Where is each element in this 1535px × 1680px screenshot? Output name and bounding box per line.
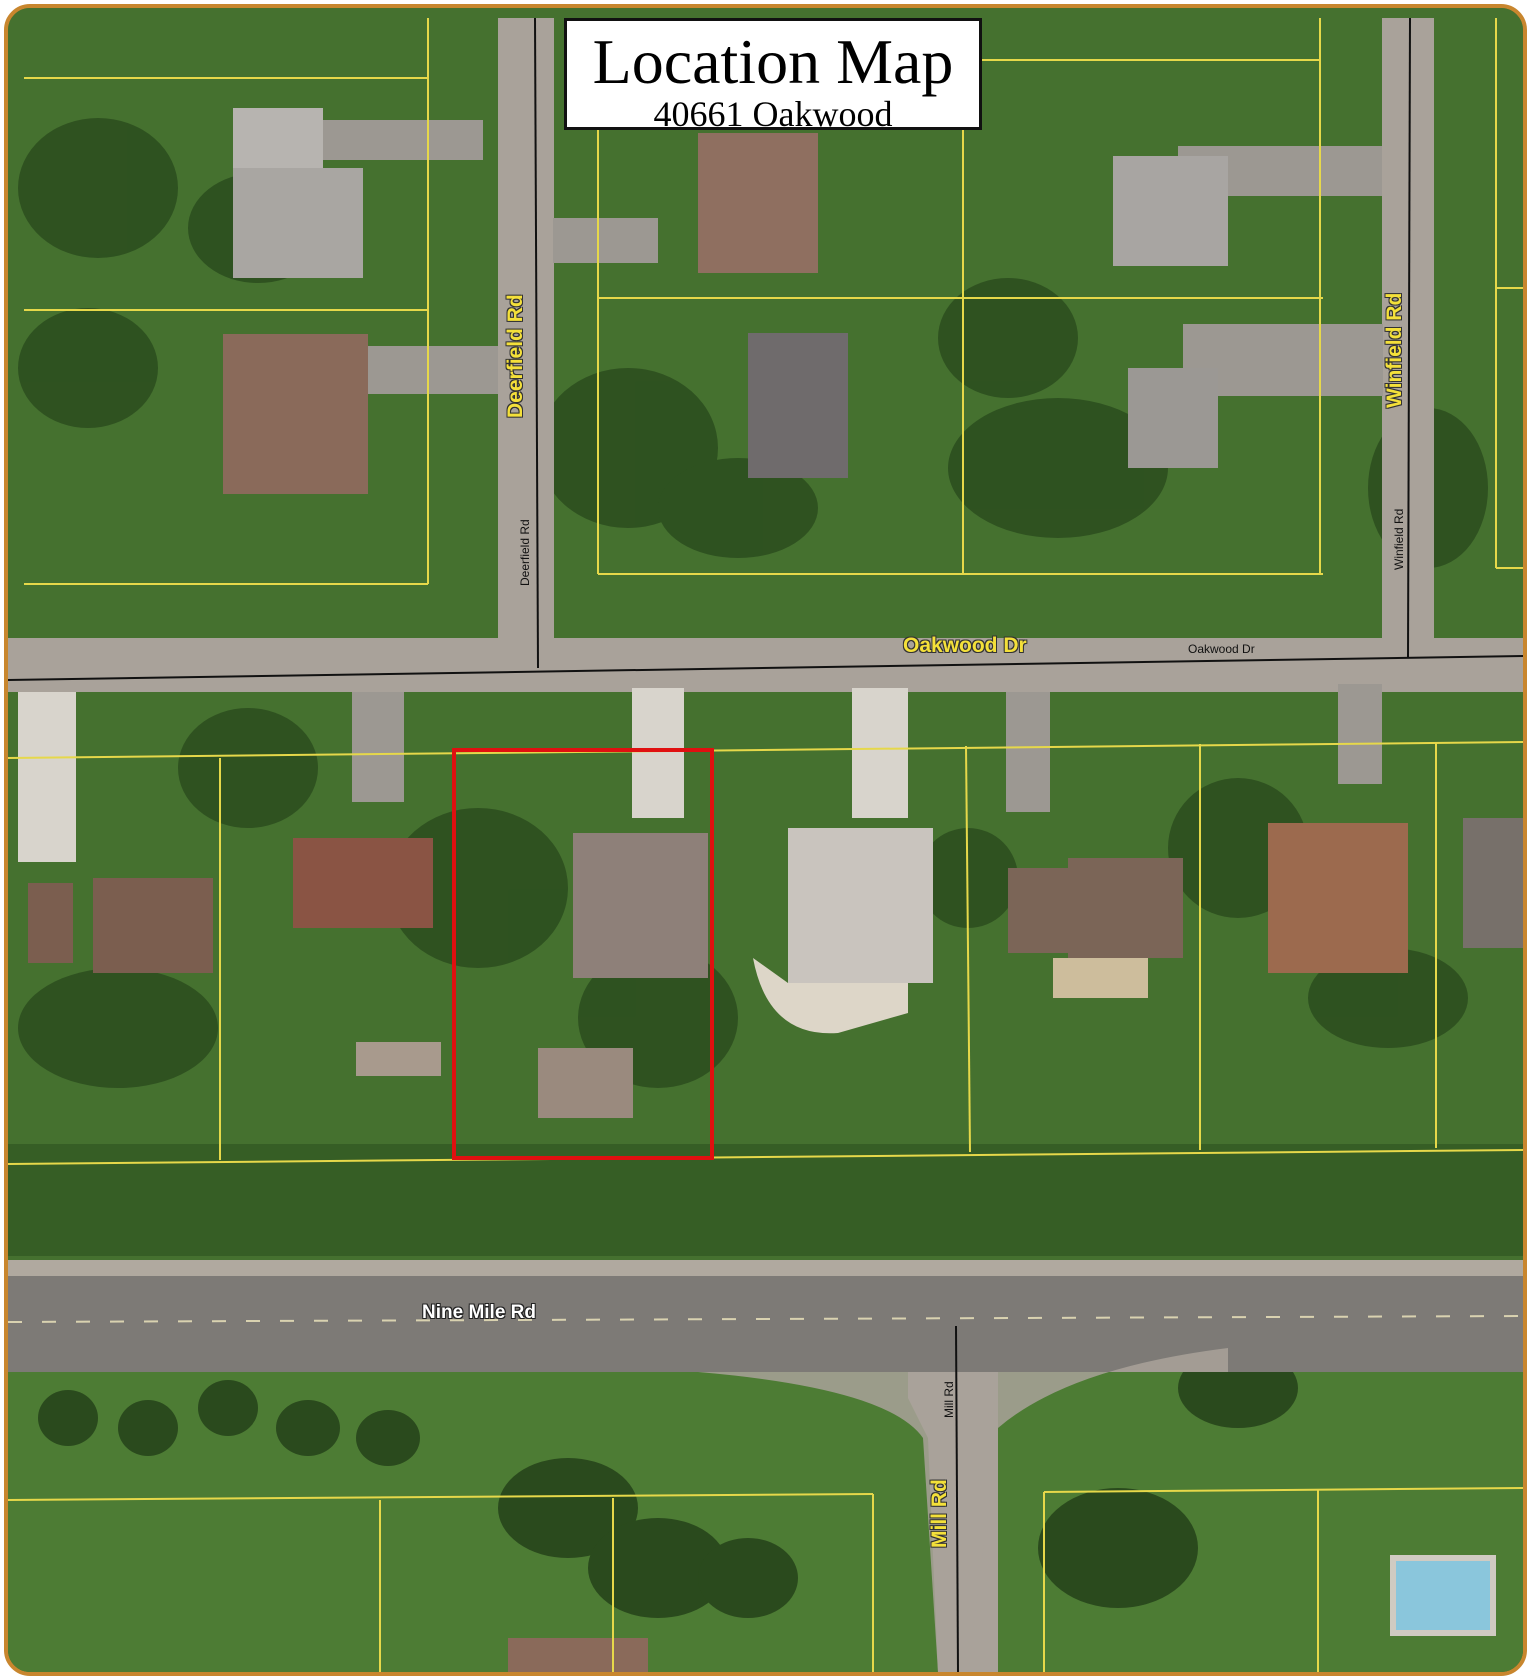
subject-parcel: [452, 748, 714, 1160]
title-box: Location Map 40661 Oakwood: [564, 18, 982, 134]
map-title: Location Map: [592, 26, 954, 97]
label-winfield-rd-small: Winfield Rd: [1392, 508, 1406, 570]
concrete-driveways: [18, 688, 908, 862]
mill-curve: [698, 1348, 1228, 1672]
label-oakwood-dr-small: Oakwood Dr: [1188, 642, 1255, 656]
map-frame: Location Map 40661 Oakwood Deerfield Rd …: [4, 4, 1527, 1676]
map-address: 40661 Oakwood: [653, 94, 893, 134]
road-deerfield: [498, 18, 554, 648]
label-deerfield-rd: Deerfield Rd: [504, 294, 527, 418]
driveways: [323, 120, 1383, 812]
label-nine-mile-rd: Nine Mile Rd: [422, 1302, 537, 1323]
label-oakwood-dr: Oakwood Dr: [903, 634, 1027, 657]
road-nine-mile-shoulder: [8, 1260, 1523, 1276]
wooded-strip: [8, 1144, 1523, 1256]
house-roofs: [28, 108, 1523, 1672]
label-mill-rd: Mill Rd: [928, 1479, 951, 1548]
road-nine-mile: [8, 1276, 1523, 1372]
nine-mile-centerline: [8, 1315, 1523, 1323]
label-mill-rd-small: Mill Rd: [942, 1381, 956, 1418]
label-winfield-rd: Winfield Rd: [1383, 292, 1406, 408]
aerial-map: [8, 8, 1523, 1672]
road-oakwood: [8, 638, 1523, 692]
road-centerlines: [8, 17, 1523, 1672]
label-deerfield-rd-small: Deerfield Rd: [518, 519, 532, 586]
